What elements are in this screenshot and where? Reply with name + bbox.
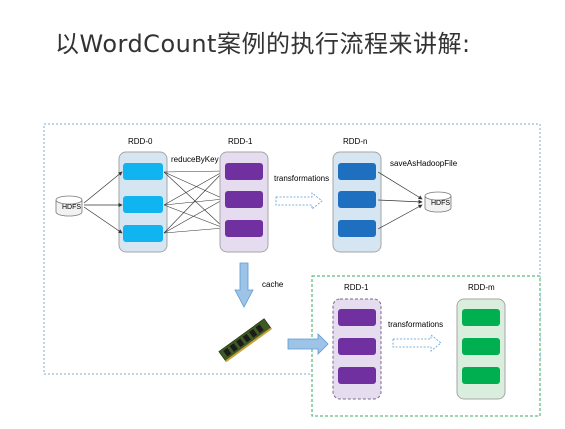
cache-label: cache (262, 280, 284, 289)
transformations-top-label: transformations (274, 174, 329, 183)
save-as-hadoop-file-label: saveAsHadoopFile (390, 159, 458, 168)
rdd0-partition (123, 196, 163, 213)
rdd1-partition (225, 220, 263, 237)
rddm-partition (462, 338, 500, 355)
cache-down-arrow-icon (234, 262, 254, 308)
reduce-by-key-label: reduceByKey (171, 155, 219, 164)
rdd0-label: RDD-0 (128, 137, 153, 146)
rdd0-partition (123, 163, 163, 180)
rdd1-cached-label: RDD-1 (344, 283, 369, 292)
rddm-label: RDD-m (468, 283, 495, 292)
rdd1-cached-partition (338, 367, 376, 384)
rddn-to-hdfs-arrows (377, 171, 423, 230)
page-heading: 以WordCount案例的执行流程来讲解: (55, 30, 471, 58)
rdd1-partition (225, 163, 263, 180)
rdd1-label: RDD-1 (228, 137, 253, 146)
rddn-partition (338, 163, 376, 180)
hdfs-input-label: HDFS (62, 204, 81, 211)
hdfs-to-rdd0-arrows (83, 171, 123, 234)
rddm-partition (462, 309, 500, 326)
memory-module-icon (218, 318, 272, 363)
hdfs-input-icon (55, 195, 83, 217)
hdfs-output-icon (424, 191, 452, 213)
hdfs-output-label: HDFS (431, 200, 450, 207)
rddn-label: RDD-n (343, 137, 367, 146)
transformations-bottom-label: transformations (388, 320, 443, 329)
rddn-partition (338, 191, 376, 208)
rddn-partition (338, 220, 376, 237)
rdd0-partition (123, 225, 163, 242)
rdd1-cached-partition (338, 338, 376, 355)
transformations-bottom-arrow-icon (392, 334, 442, 352)
transformations-top-arrow-icon (275, 192, 323, 210)
cache-right-arrow-icon (287, 333, 329, 355)
main-flow-frame (43, 123, 541, 375)
rdd1-cached-partition (338, 309, 376, 326)
rdd1-partition (225, 191, 263, 208)
shuffle-arrows (163, 169, 225, 234)
rddm-partition (462, 367, 500, 384)
